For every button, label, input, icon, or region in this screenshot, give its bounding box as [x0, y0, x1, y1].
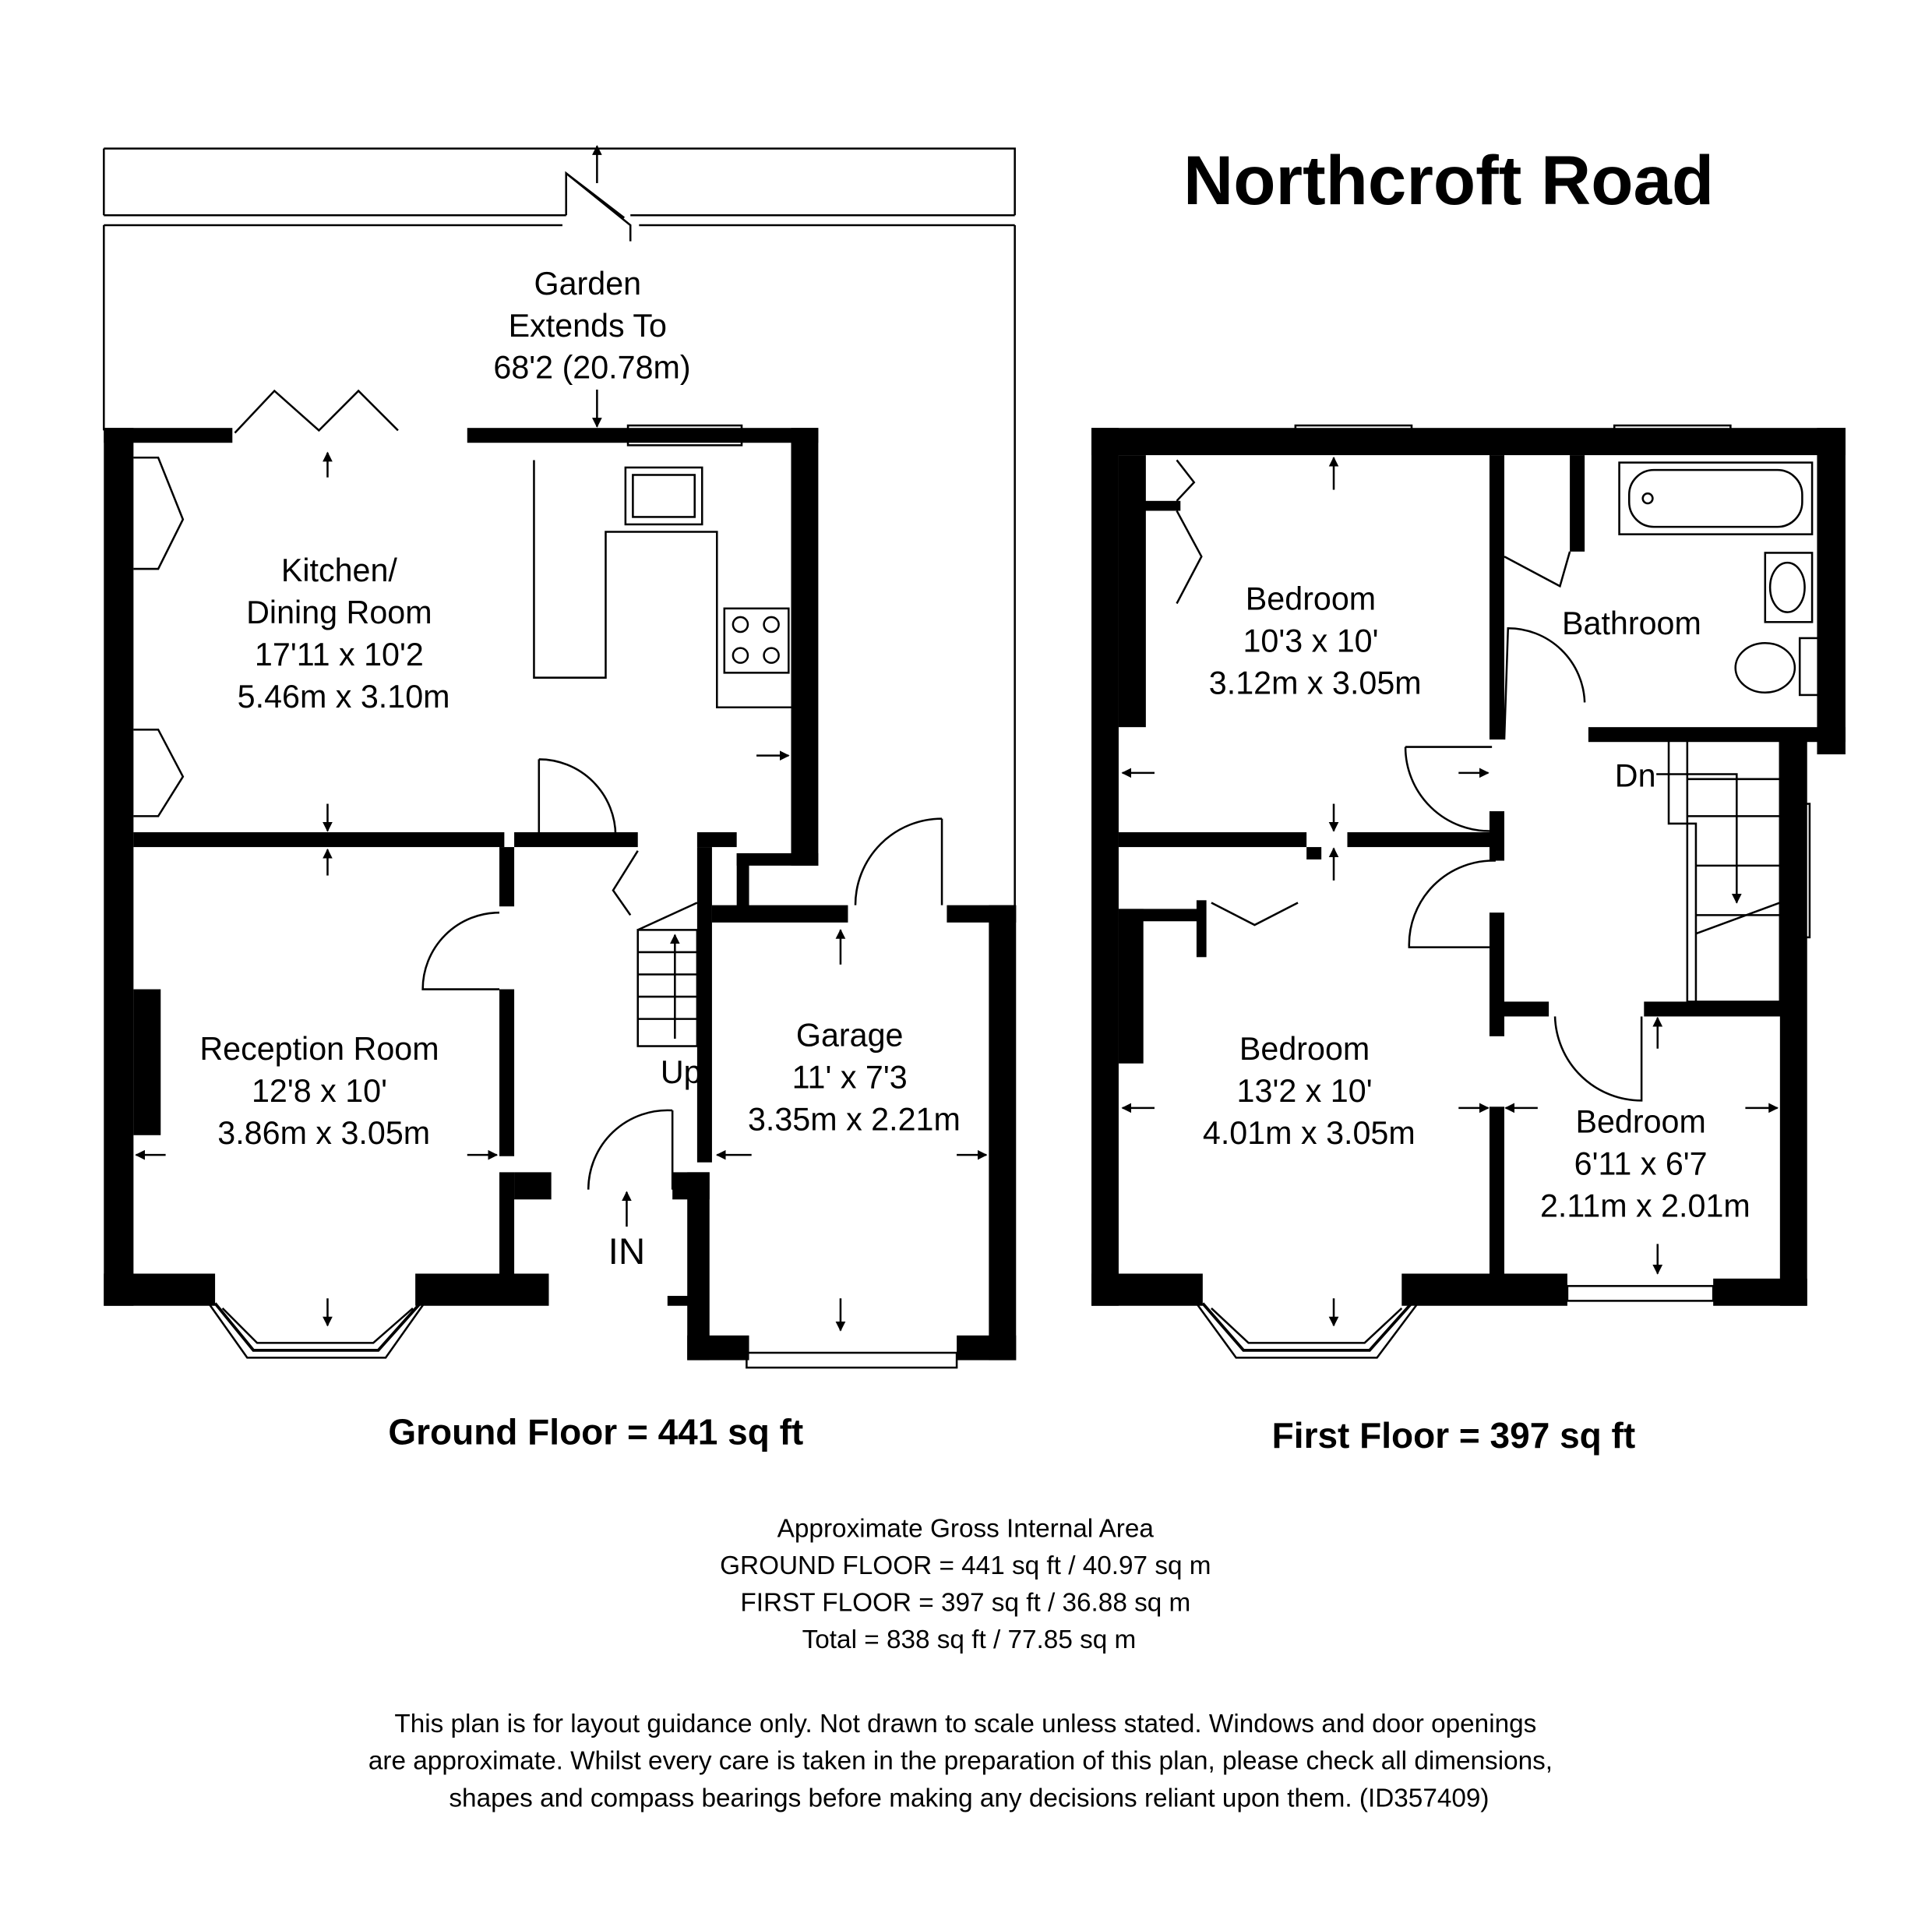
first-floor: Bedroom 10'3 x 10' 3.12m x 3.05m Bathroo…: [1091, 424, 1846, 1456]
ground-walls: [104, 428, 1017, 1361]
garden-label: Garden Extends To 68'2 (20.78m): [493, 266, 690, 386]
bathroom-label: Bathroom: [1562, 605, 1701, 641]
ground-stairs-label: Up: [661, 1054, 702, 1090]
first-dimension-arrows: [1121, 457, 1779, 1327]
garden-boundary: [103, 145, 1016, 907]
kitchen-fittings: [533, 460, 791, 709]
first-openings: [1176, 424, 1811, 1302]
ground-stairs: [636, 902, 699, 1047]
bedroom1-label: Bedroom 10'3 x 10' 3.12m x 3.05m: [1209, 581, 1422, 701]
entrance-label: IN: [608, 1231, 646, 1272]
ground-floor-area-label: Ground Floor = 441 sq ft: [388, 1411, 803, 1452]
garage-label: Garage 11' x 7'3 3.35m x 2.21m: [748, 1018, 961, 1138]
bedroom2-label: Bedroom 13'2 x 10' 4.01m x 3.05m: [1203, 1031, 1416, 1151]
bedroom3-label: Bedroom 6'11 x 6'7 2.11m x 2.01m: [1540, 1104, 1750, 1224]
reception-bay-window: [204, 1297, 429, 1359]
area-summary: Approximate Gross Internal Area GROUND F…: [720, 1514, 1218, 1654]
plan-title: Northcroft Road: [1183, 142, 1714, 219]
kitchen-label: Kitchen/ Dining Room 17'11 x 10'2 5.46m …: [238, 552, 450, 715]
first-bay-window: [1192, 1297, 1423, 1359]
ground-openings: [133, 389, 958, 1369]
ground-floor: Garden Extends To 68'2 (20.78m): [103, 145, 1017, 1452]
ground-dimension-arrows: [135, 451, 988, 1332]
first-stairs: [1656, 738, 1782, 1003]
reception-label: Reception Room 12'8 x 10' 3.86m x 3.05m: [199, 1031, 448, 1151]
first-floor-area-label: First Floor = 397 sq ft: [1272, 1415, 1636, 1456]
first-stairs-label: Dn: [1615, 757, 1656, 793]
disclaimer: This plan is for layout guidance only. N…: [368, 1710, 1560, 1812]
first-walls: [1091, 428, 1846, 1306]
bathroom-fittings: [1618, 461, 1835, 697]
